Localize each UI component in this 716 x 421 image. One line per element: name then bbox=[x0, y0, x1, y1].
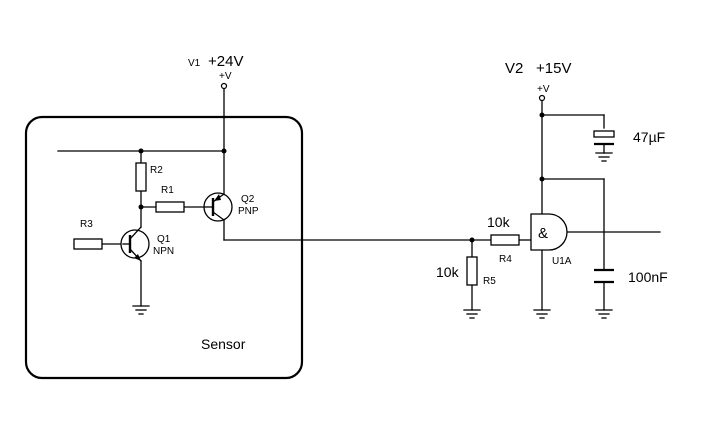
v2-ref-label: V2 bbox=[505, 60, 523, 77]
r3-ref-label: R3 bbox=[80, 219, 93, 230]
junction-dot bbox=[138, 148, 144, 154]
r4-value-label: 10k bbox=[487, 214, 511, 230]
sensor-label: Sensor bbox=[201, 336, 246, 352]
r4-ref-label: R4 bbox=[499, 254, 512, 265]
c1-value-label: 47µF bbox=[633, 129, 665, 145]
junction-dot bbox=[539, 176, 545, 182]
v1-value-label: +24V bbox=[208, 53, 243, 70]
and-gate-u1a: & U1A bbox=[530, 213, 572, 267]
resistor-r2: R2 bbox=[135, 162, 163, 192]
v1-symbol-label: +V bbox=[219, 71, 232, 82]
transistor-q1-npn: Q1 NPN bbox=[120, 226, 174, 262]
resistor-r5: 10k R5 bbox=[436, 256, 496, 287]
resistor-r3: R3 bbox=[73, 219, 103, 250]
v2-terminal bbox=[538, 94, 546, 102]
v1-ref-label: V1 bbox=[188, 58, 201, 69]
sensor-wiring bbox=[57, 88, 473, 307]
ground-symbol bbox=[595, 152, 613, 162]
ground-symbol bbox=[463, 309, 481, 319]
capacitor-47uf: 47µF bbox=[593, 129, 665, 146]
u1-ref-label: U1A bbox=[552, 256, 572, 267]
ground-symbol bbox=[595, 309, 613, 319]
v1-terminal bbox=[220, 82, 228, 90]
u1-symbol-label: & bbox=[538, 225, 548, 242]
sensor-enclosure bbox=[24, 115, 304, 380]
right-wiring bbox=[471, 231, 661, 311]
c2-value-label: 100nF bbox=[628, 269, 668, 285]
junction-dot bbox=[138, 204, 144, 210]
q2-ref-label: Q2 bbox=[241, 194, 255, 205]
resistor-r4: 10k R4 bbox=[487, 214, 520, 265]
v2-symbol-label: +V bbox=[537, 84, 550, 95]
q1-type-label: NPN bbox=[153, 246, 174, 257]
capacitor-100nf: 100nF bbox=[594, 268, 668, 285]
v1-supply: V1 +24V +V bbox=[188, 53, 243, 90]
v2-value-label: +15V bbox=[536, 60, 571, 77]
junction-dot bbox=[221, 148, 227, 154]
q2-type-label: PNP bbox=[238, 206, 259, 217]
r5-value-label: 10k bbox=[436, 264, 460, 280]
ground-symbol bbox=[533, 309, 551, 319]
junction-dot bbox=[539, 112, 545, 118]
resistor-r1: R1 bbox=[155, 185, 185, 213]
r1-ref-label: R1 bbox=[161, 185, 174, 196]
v2-supply: V2 +15V +V bbox=[505, 60, 571, 102]
r5-ref-label: R5 bbox=[483, 276, 496, 287]
q1-ref-label: Q1 bbox=[157, 234, 171, 245]
transistor-q2-pnp: Q2 PNP bbox=[203, 192, 259, 222]
v2-wiring bbox=[541, 100, 605, 311]
r2-ref-label: R2 bbox=[150, 165, 163, 176]
ground-symbol bbox=[132, 305, 150, 315]
